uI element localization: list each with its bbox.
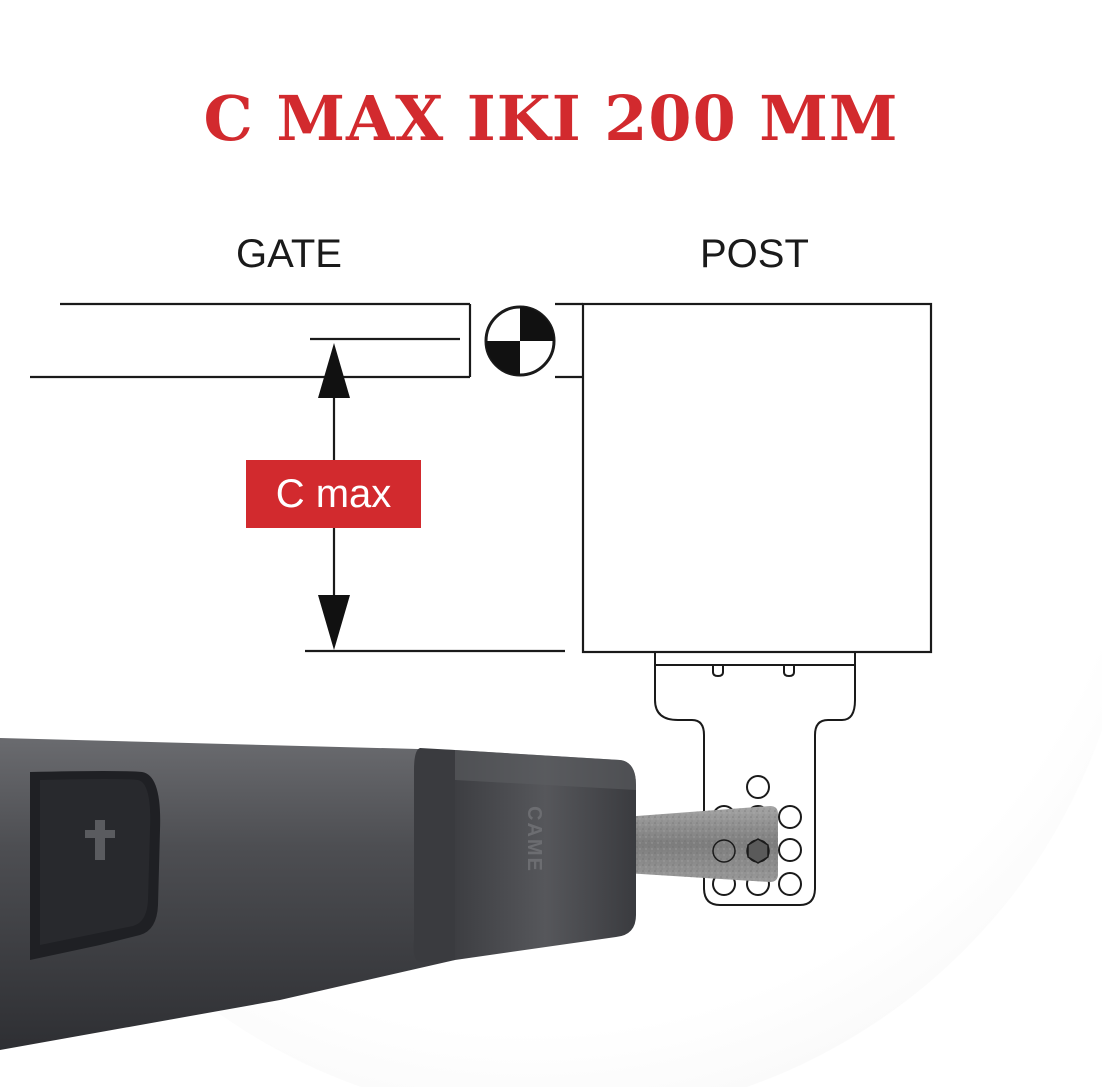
pivot-marker-icon bbox=[484, 305, 556, 377]
gate-label: GATE bbox=[236, 232, 342, 276]
c-max-dimension-label: C max bbox=[246, 460, 421, 528]
brand-text: CAME bbox=[523, 806, 545, 873]
came-logo-icon bbox=[95, 820, 105, 860]
operator-arm bbox=[610, 806, 778, 882]
post bbox=[555, 302, 933, 654]
arrow-up-icon bbox=[318, 343, 350, 398]
operator-motor bbox=[0, 738, 636, 1050]
arrow-down-icon bbox=[318, 595, 350, 650]
post-label: POST bbox=[700, 232, 809, 276]
gate-leaf bbox=[30, 302, 472, 379]
diagram-title: C MAX IKI 200 MM bbox=[203, 82, 899, 155]
